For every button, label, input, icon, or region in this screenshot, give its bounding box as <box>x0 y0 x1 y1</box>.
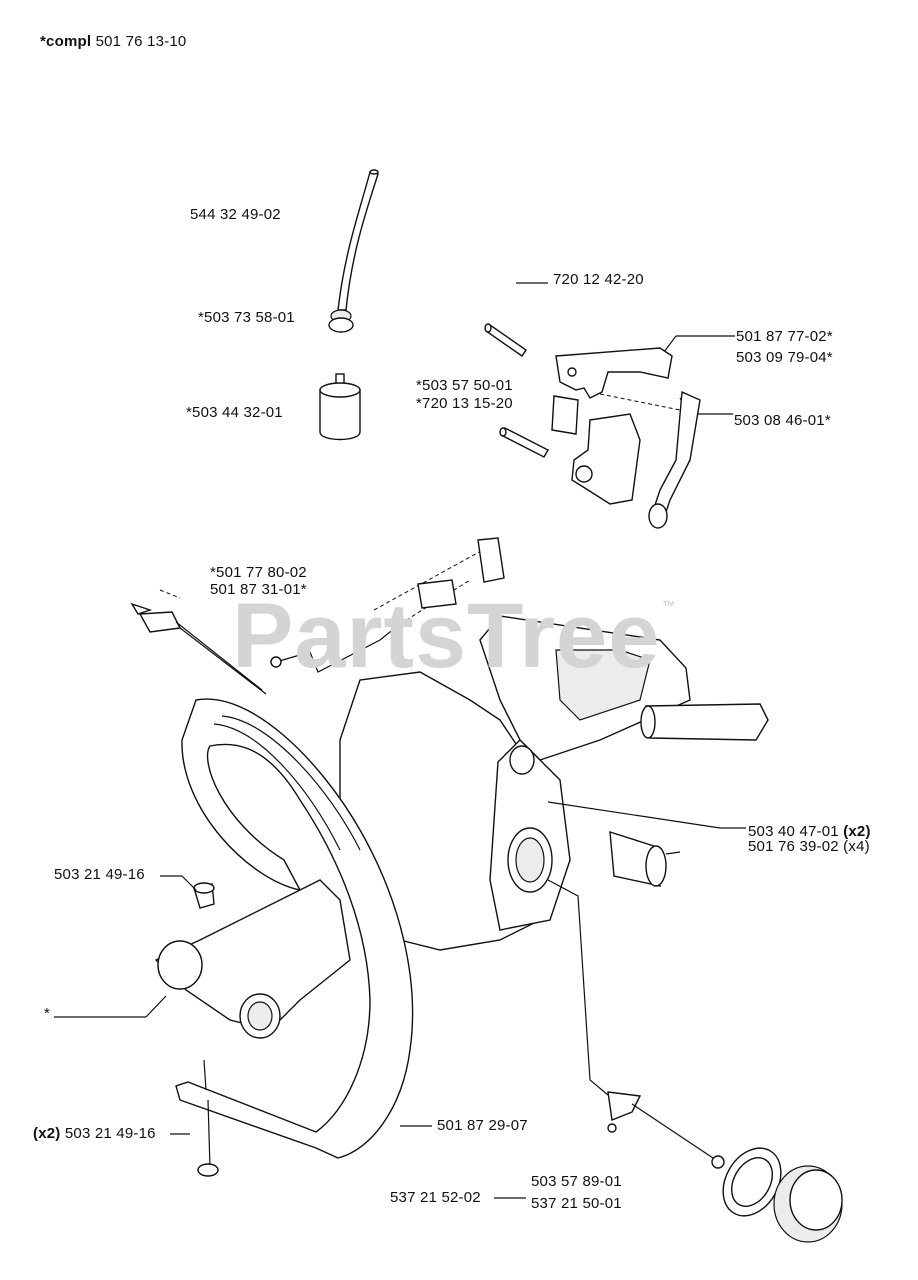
label-screw-bottom: (x2) 503 21 49-16 <box>33 1125 156 1143</box>
bottom-plate-part <box>154 879 351 1039</box>
front-handle-part <box>175 698 414 1159</box>
label-cap-a: 503 57 89-01 <box>531 1173 622 1190</box>
pin-lower-part <box>499 427 549 458</box>
fuel-hose-part <box>337 169 379 311</box>
bracket-part <box>417 537 505 609</box>
label-screw-left: 503 21 49-16 <box>54 866 145 883</box>
vent-cable-part <box>547 879 725 1169</box>
label-av-pair-number: 503 40 47-01 <box>748 823 839 840</box>
label-pin-top: 720 12 42-20 <box>553 271 644 288</box>
label-rod-a: *501 77 80-02 <box>210 564 307 581</box>
label-trigger-a: 501 87 77-02* <box>736 328 833 345</box>
throttle-lockout-part <box>571 413 641 505</box>
screw-left-part <box>193 882 215 909</box>
pin-top-part <box>484 323 527 357</box>
screw-bottom-part <box>197 1059 219 1177</box>
label-rod-b: 501 87 31-01* <box>210 581 307 598</box>
label-trigger-b: 503 09 79-04* <box>736 349 833 366</box>
label-lockout: 503 08 46-01* <box>734 412 831 429</box>
label-spring-a: *503 57 50-01 <box>416 377 513 394</box>
label-screw-bottom-number: 503 21 49-16 <box>64 1125 156 1142</box>
grommet-part <box>328 309 354 333</box>
trademark-symbol: ™ <box>662 598 675 613</box>
assembly-header-number: 501 76 13-10 <box>95 33 187 50</box>
watermark: PartsTree <box>232 585 661 687</box>
label-spring-b: *720 13 15-20 <box>416 395 513 412</box>
label-av-pair: 503 40 47-01 (x2) <box>748 823 871 841</box>
assembly-header: *compl 501 76 13-10 <box>40 33 186 51</box>
fuel-filter-part <box>319 373 361 441</box>
label-cap-b: 537 21 50-01 <box>531 1195 622 1212</box>
rear-handle-grip-part <box>640 703 769 741</box>
lockout-lever-part <box>648 390 701 529</box>
label-filter: *503 44 32-01 <box>186 404 283 421</box>
label-damper: 501 76 39-02 (x4) <box>748 838 870 855</box>
label-fuel-hose: 544 32 49-02 <box>190 206 281 223</box>
label-asterisk: * <box>44 1005 51 1022</box>
label-screw-bottom-qty: (x2) <box>33 1125 61 1142</box>
label-handle: 501 87 29-07 <box>437 1117 528 1134</box>
assembly-header-prefix: *compl <box>40 33 92 50</box>
label-cap-c: 537 21 52-02 <box>390 1189 481 1206</box>
throttle-rod-part <box>130 602 267 695</box>
choke-rod-part <box>270 623 401 673</box>
crankcase-body-part <box>339 615 691 951</box>
tank-cap-part <box>722 1147 843 1243</box>
label-av-pair-qty: (x2) <box>843 823 871 840</box>
av-damper-part <box>609 831 667 887</box>
throttle-trigger-part <box>555 347 673 399</box>
label-grommet: *503 73 58-01 <box>198 309 295 326</box>
spring-clip-part <box>551 395 579 435</box>
